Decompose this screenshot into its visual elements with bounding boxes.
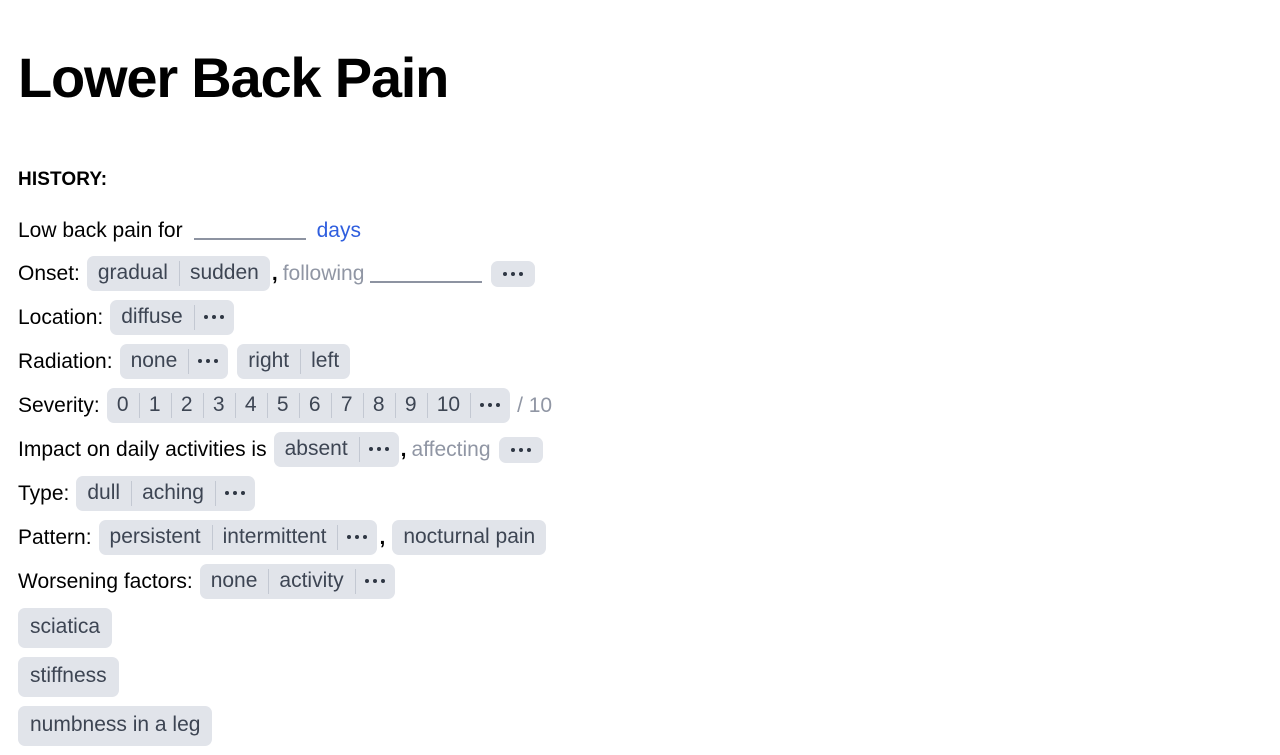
type-option-group: dull aching: [76, 476, 255, 511]
severity-option-5[interactable]: 5: [266, 388, 299, 423]
location-option-diffuse[interactable]: diffuse: [121, 305, 183, 328]
page-title: Lower Back Pain: [18, 45, 449, 109]
location-option-group: diffuse: [110, 300, 234, 335]
impact-affecting-placeholder: affecting: [411, 438, 491, 461]
onset-following-placeholder: following: [282, 262, 365, 285]
note-page: Lower Back Pain HISTORY: Low back pain f…: [18, 45, 552, 746]
type-option-dull[interactable]: dull: [87, 481, 121, 504]
radiation-option-group-primary: none: [119, 344, 229, 379]
severity-option-10[interactable]: 10: [426, 388, 470, 423]
list-item: sciatica: [18, 608, 1258, 657]
suggestion-chip-numbness-in-a-leg[interactable]: numbness in a leg: [18, 706, 213, 746]
section-heading-history: HISTORY:: [18, 169, 108, 190]
severity-option-1[interactable]: 1: [138, 388, 171, 423]
radiation-option-left[interactable]: left: [300, 344, 350, 379]
severity-option-6[interactable]: 6: [298, 388, 331, 423]
row-pattern: Pattern: persistent intermittent , noctu…: [18, 520, 1258, 555]
severity-option-3[interactable]: 3: [202, 388, 235, 423]
row-type: Type: dull aching: [18, 476, 1258, 511]
onset-option-group: gradual sudden: [86, 256, 270, 291]
worsening-more-options-icon[interactable]: [354, 564, 395, 599]
list-item: stiffness: [18, 657, 1258, 706]
severity-option-8[interactable]: 8: [362, 388, 395, 423]
row-impact: Impact on daily activities is absent , a…: [18, 432, 1258, 467]
pattern-option-persistent[interactable]: persistent: [109, 525, 201, 548]
severity-option-0[interactable]: 0: [116, 393, 129, 416]
onset-following-blank-input[interactable]: [370, 264, 483, 283]
onset-option-sudden[interactable]: sudden: [178, 256, 270, 291]
impact-label: Impact on daily activities is: [18, 438, 267, 461]
type-more-options-icon[interactable]: [214, 476, 255, 511]
pattern-label: Pattern:: [18, 526, 92, 549]
severity-option-2[interactable]: 2: [170, 388, 203, 423]
suggestion-chip-sciatica[interactable]: sciatica: [18, 608, 113, 648]
onset-label: Onset:: [18, 262, 80, 285]
radiation-option-right[interactable]: right: [248, 349, 290, 372]
type-label: Type:: [18, 482, 70, 505]
radiation-option-group-side: right left: [237, 344, 351, 379]
worsening-option-activity[interactable]: activity: [268, 564, 354, 599]
severity-option-9[interactable]: 9: [394, 388, 427, 423]
radiation-more-options-icon[interactable]: [188, 344, 228, 379]
location-label: Location:: [18, 306, 104, 329]
worsening-option-none[interactable]: none: [210, 569, 258, 592]
row-severity: Severity: 0 1 2 3 4 5 6 7 8 9 10 / 10: [18, 388, 1258, 423]
suggestion-chip-stiffness[interactable]: stiffness: [18, 657, 119, 697]
onset-option-gradual[interactable]: gradual: [97, 261, 168, 284]
type-option-aching[interactable]: aching: [131, 476, 215, 511]
duration-blank-input[interactable]: [193, 221, 306, 240]
row-onset: Onset: gradual sudden , following: [18, 256, 1258, 291]
severity-more-options-icon[interactable]: [470, 388, 510, 423]
row-location: Location: diffuse: [18, 300, 1258, 335]
pattern-option-group: persistent intermittent: [98, 520, 378, 555]
impact-affecting-more-options-icon[interactable]: [498, 436, 543, 463]
list-item: numbness in a leg: [18, 706, 1258, 755]
radiation-option-none[interactable]: none: [130, 349, 178, 372]
severity-label: Severity:: [18, 394, 100, 417]
pattern-extra-group: nocturnal pain: [392, 520, 547, 555]
impact-more-options-icon[interactable]: [358, 432, 399, 467]
onset-comma: ,: [271, 262, 278, 285]
pattern-option-nocturnal-pain[interactable]: nocturnal pain: [403, 525, 536, 548]
onset-more-options-icon[interactable]: [491, 260, 536, 287]
worsening-option-group: none activity: [199, 564, 395, 599]
row-worsening-factors: Worsening factors: none activity: [18, 564, 1258, 599]
duration-prefix-label: Low back pain for: [18, 218, 183, 242]
severity-option-4[interactable]: 4: [234, 388, 267, 423]
pattern-comma: ,: [379, 526, 386, 549]
impact-option-absent[interactable]: absent: [284, 437, 348, 460]
pattern-option-intermittent[interactable]: intermittent: [211, 520, 338, 555]
impact-option-group: absent: [273, 432, 399, 467]
note-body: HISTORY: Low back pain for days Onset: g…: [18, 170, 1258, 755]
row-duration: Low back pain for days: [18, 213, 1258, 247]
severity-scale-group: 0 1 2 3 4 5 6 7 8 9 10: [106, 388, 511, 423]
row-radiation: Radiation: none right left: [18, 344, 1258, 379]
location-more-options-icon[interactable]: [193, 300, 234, 335]
pattern-more-options-icon[interactable]: [337, 520, 377, 555]
duration-unit-link[interactable]: days: [316, 218, 361, 242]
worsening-label: Worsening factors:: [18, 570, 193, 593]
severity-scale-suffix: / 10: [517, 394, 553, 417]
severity-option-7[interactable]: 7: [330, 388, 363, 423]
radiation-label: Radiation:: [18, 350, 113, 373]
suggestion-chip-list: sciatica stiffness numbness in a leg: [18, 608, 1258, 755]
impact-comma: ,: [400, 438, 407, 461]
